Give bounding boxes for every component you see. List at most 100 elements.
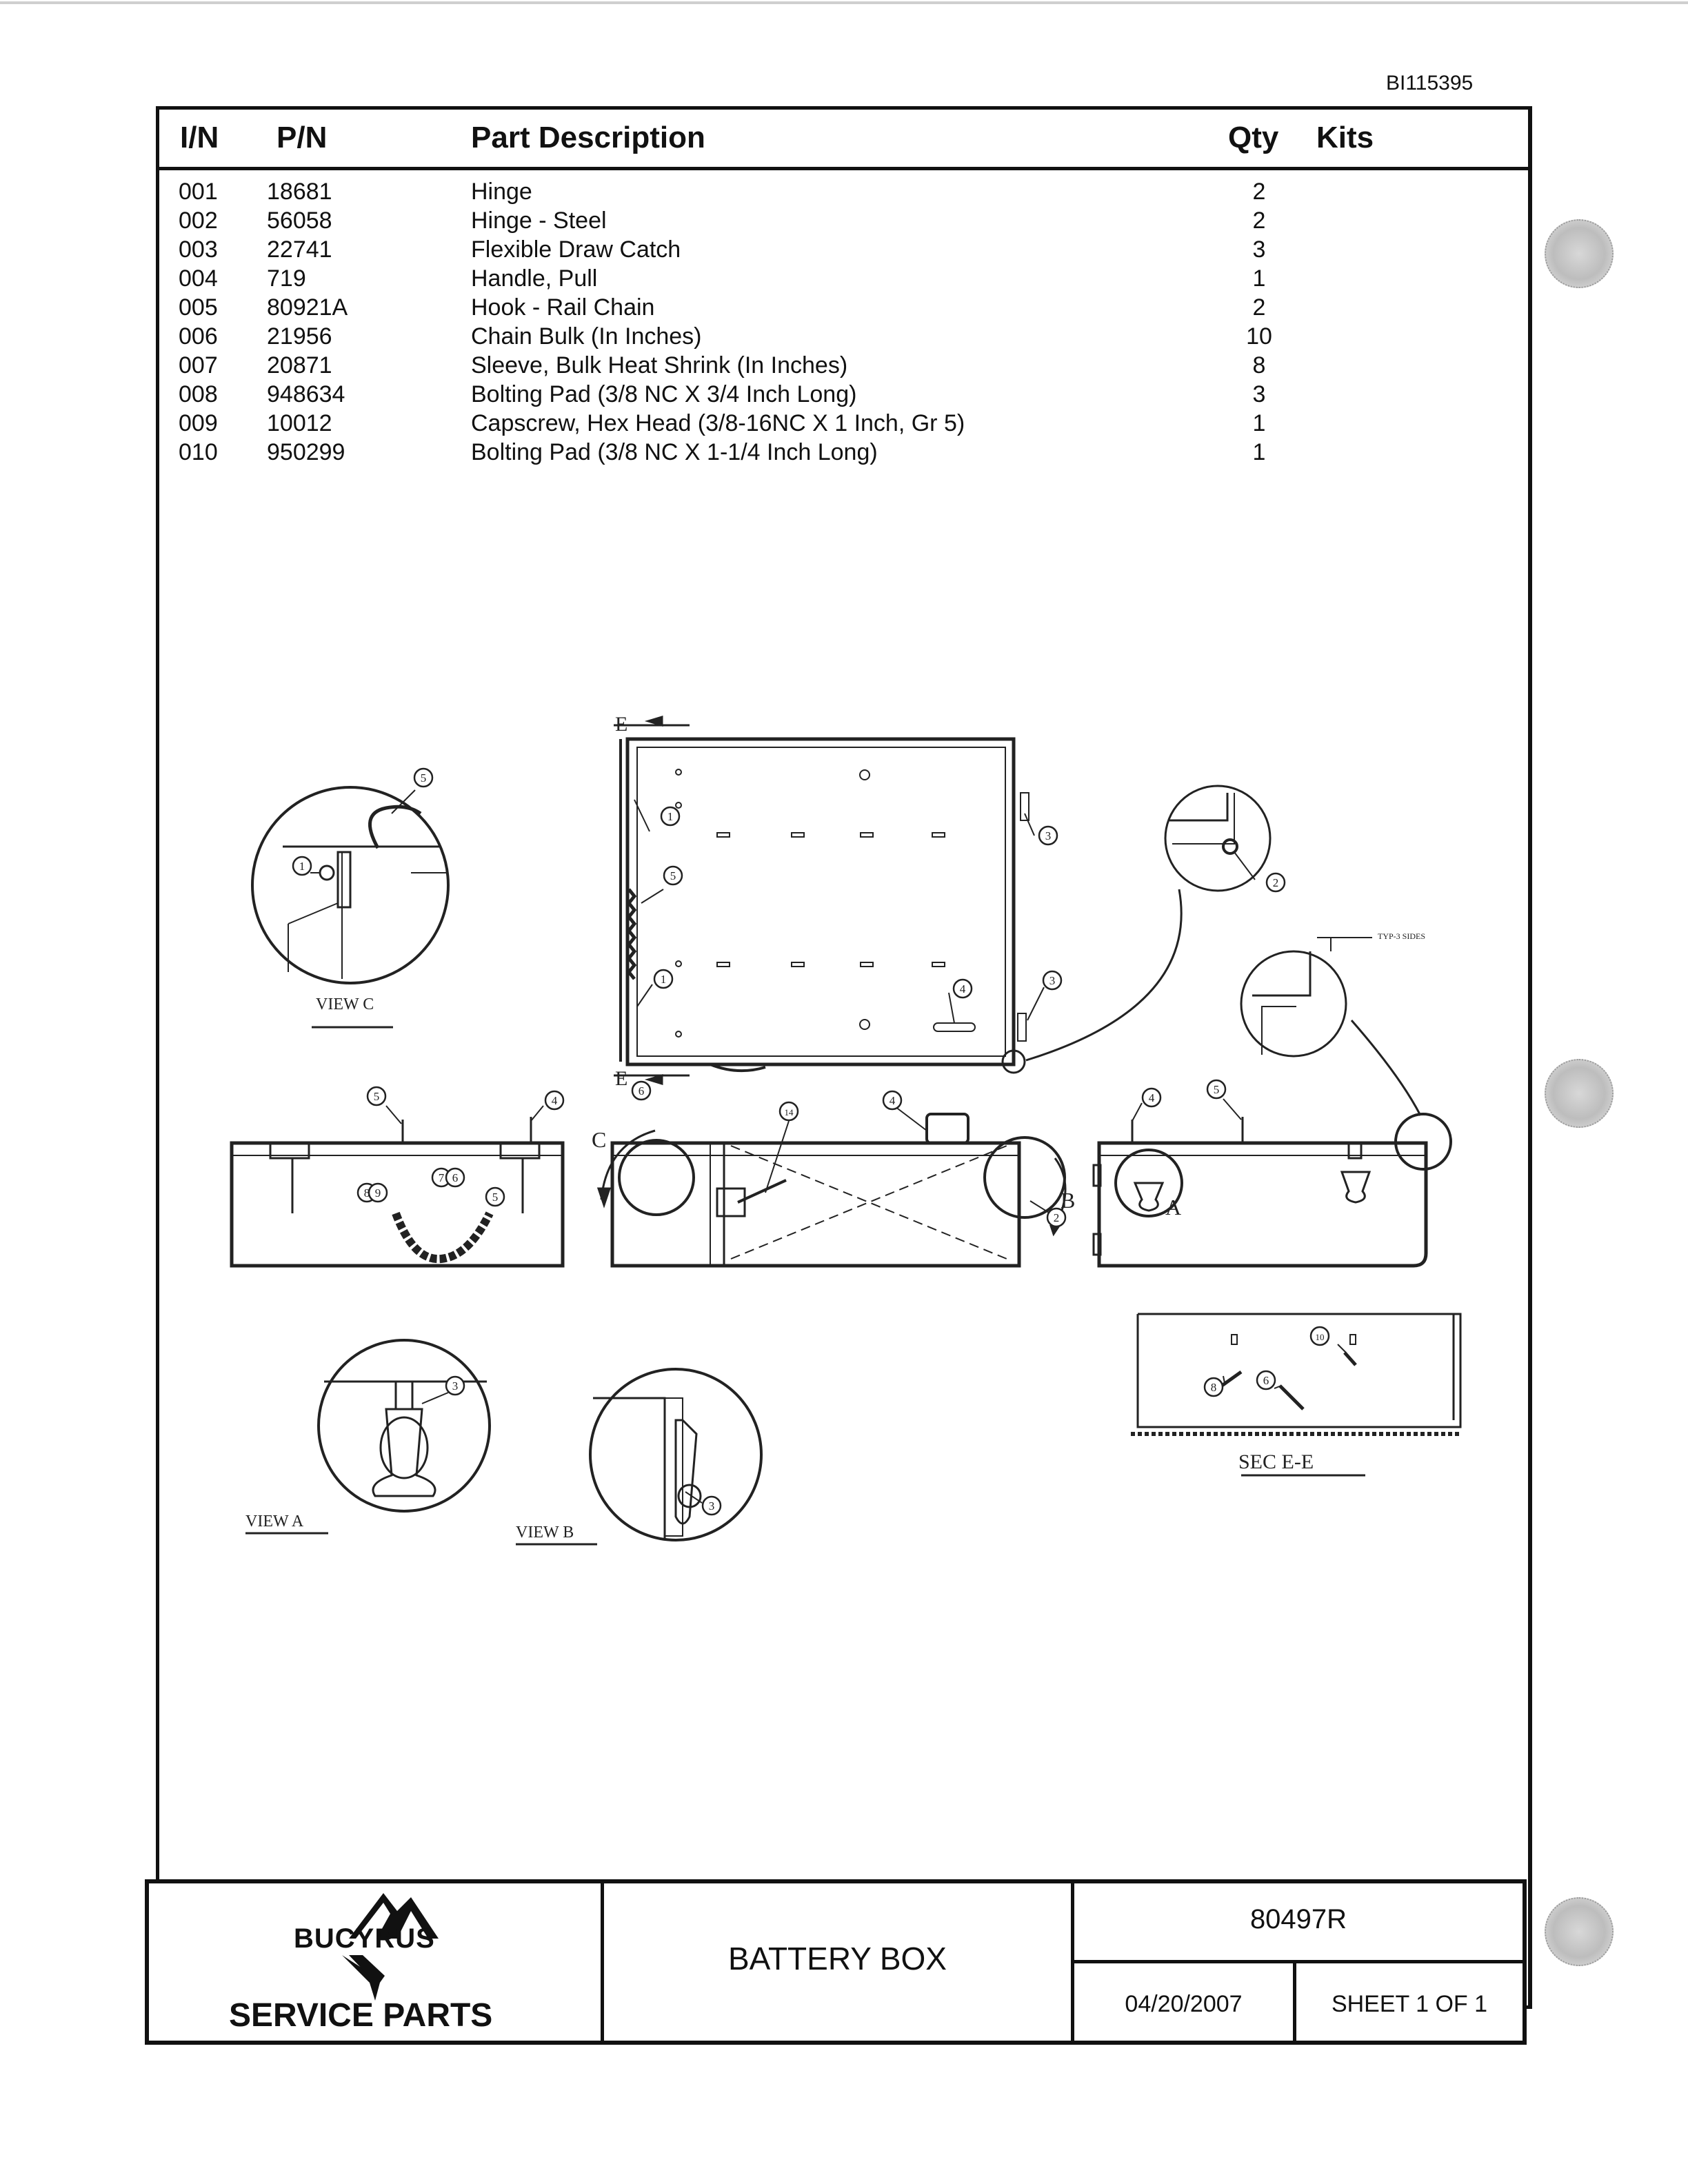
row-part-number: 948634	[267, 381, 345, 407]
callout-balloon: 5	[485, 1186, 505, 1207]
section-e-bottom: E	[615, 1067, 627, 1090]
sheet-number: SHEET 1 OF 1	[1331, 1991, 1488, 2017]
header-in: I/N	[180, 121, 219, 154]
sec-ee-label: SEC E-E	[1238, 1450, 1314, 1473]
view-a-label: VIEW A	[245, 1513, 304, 1530]
balloon-label: 4	[552, 1094, 558, 1107]
section-c-marker: C	[592, 1127, 606, 1152]
row-item-number: 010	[179, 439, 218, 465]
callout-balloon: 1	[653, 969, 674, 989]
row-quantity: 2	[1252, 294, 1266, 321]
row-description: Bolting Pad (3/8 NC X 1-1/4 Inch Long)	[471, 439, 878, 465]
callout-balloon: 5	[413, 767, 434, 788]
callout-balloon: 2	[1046, 1207, 1067, 1228]
callout-balloon: 1	[660, 806, 681, 827]
balloon-label: 9	[375, 1186, 381, 1200]
row-part-number: 20871	[267, 352, 332, 378]
document-id: BI115395	[1386, 72, 1474, 94]
row-item-number: 005	[179, 294, 218, 321]
callout-balloon: 5	[1206, 1079, 1227, 1100]
scan-top-edge	[0, 1, 1688, 4]
brand-subtitle: SERVICE PARTS	[229, 1997, 493, 2034]
callout-balloon: 9	[368, 1182, 388, 1203]
view-b-label: VIEW B	[516, 1524, 574, 1541]
callout-balloon: 3	[701, 1495, 722, 1516]
view-b-detail	[516, 1368, 763, 1546]
title-block: BUCYRUS SERVICE PARTS BATTERY BOX 80497R…	[145, 1879, 1527, 2045]
detail-circle-hinge	[1025, 785, 1272, 1062]
logo-lower-mark-icon	[342, 1955, 385, 2001]
balloon-label: 6	[452, 1171, 459, 1184]
row-description: Hinge - Steel	[471, 208, 607, 234]
detail-circle-weld	[1240, 937, 1452, 1171]
binder-hole-middle	[1545, 1059, 1614, 1128]
row-item-number: 001	[179, 179, 218, 205]
row-quantity: 1	[1252, 265, 1266, 292]
balloon-label: 6	[639, 1084, 645, 1098]
row-description: Hinge	[471, 179, 532, 205]
balloon-label: 5	[374, 1090, 380, 1103]
drawing-part-number: 80497R	[1249, 1904, 1347, 1934]
row-part-number: 950299	[267, 439, 345, 465]
row-description: Capscrew, Hex Head (3/8-16NC X 1 Inch, G…	[471, 410, 965, 436]
section-a-marker: A	[1165, 1195, 1181, 1220]
balloon-label: 5	[421, 771, 427, 785]
row-quantity: 8	[1252, 352, 1266, 378]
callout-balloon: 4	[544, 1090, 565, 1111]
callout-balloon: 10	[1309, 1326, 1330, 1346]
bucyrus-logo-icon	[349, 1893, 439, 1939]
balloon-label: 1	[299, 860, 305, 873]
callout-balloon: 5	[366, 1086, 387, 1106]
callout-balloon: 3	[1038, 825, 1058, 846]
row-quantity: 10	[1246, 323, 1272, 350]
row-quantity: 3	[1252, 381, 1266, 407]
title-cell: BATTERY BOX	[604, 1883, 1074, 2041]
callout-balloon: 4	[882, 1090, 903, 1111]
row-description: Hook - Rail Chain	[471, 294, 655, 321]
top-view	[614, 715, 1029, 1086]
row-item-number: 003	[179, 236, 218, 263]
section-b-marker: B	[1061, 1188, 1075, 1213]
row-item-number: 007	[179, 352, 218, 378]
drawing-title: BATTERY BOX	[728, 1941, 947, 1976]
row-item-number: 009	[179, 410, 218, 436]
row-description: Bolting Pad (3/8 NC X 3/4 Inch Long)	[471, 381, 857, 407]
callout-balloon: 4	[1141, 1087, 1162, 1108]
balloon-label: 3	[452, 1379, 459, 1393]
row-part-number: 22741	[267, 236, 332, 263]
table-header: I/N P/N Part Description Qty Kits	[159, 110, 1528, 170]
balloon-leaders	[310, 789, 1347, 1504]
balloon-label: 2	[1273, 876, 1279, 889]
callout-balloon: 6	[631, 1080, 652, 1101]
view-c-label: VIEW C	[316, 995, 374, 1013]
side-view-middle	[596, 1113, 1067, 1268]
balloon-label: 5	[1214, 1083, 1220, 1096]
section-e-top: E	[615, 713, 627, 736]
brand-name: BUCYRUS	[294, 1923, 435, 1954]
balloon-label: 7	[439, 1171, 445, 1184]
balloon-label: 8	[1211, 1381, 1217, 1394]
row-description: Chain Bulk (In Inches)	[471, 323, 702, 350]
table-row: 010 950299 Bolting Pad (3/8 NC X 1-1/4 Inc…	[159, 439, 1528, 468]
row-part-number: 719	[267, 265, 306, 292]
row-item-number: 008	[179, 381, 218, 407]
row-part-number: 18681	[267, 179, 332, 205]
side-view-right	[1092, 1117, 1428, 1268]
row-item-number: 002	[179, 208, 218, 234]
balloon-label: 5	[670, 869, 676, 882]
row-quantity: 1	[1252, 410, 1266, 436]
row-part-number: 21956	[267, 323, 332, 350]
row-quantity: 2	[1252, 179, 1266, 205]
callout-balloon: 14	[778, 1101, 799, 1122]
row-part-number: 10012	[267, 410, 332, 436]
row-quantity: 1	[1252, 439, 1266, 465]
callout-balloon: 8	[1203, 1377, 1224, 1397]
callout-balloon: 4	[952, 978, 973, 999]
balloon-label: 3	[1049, 974, 1056, 987]
